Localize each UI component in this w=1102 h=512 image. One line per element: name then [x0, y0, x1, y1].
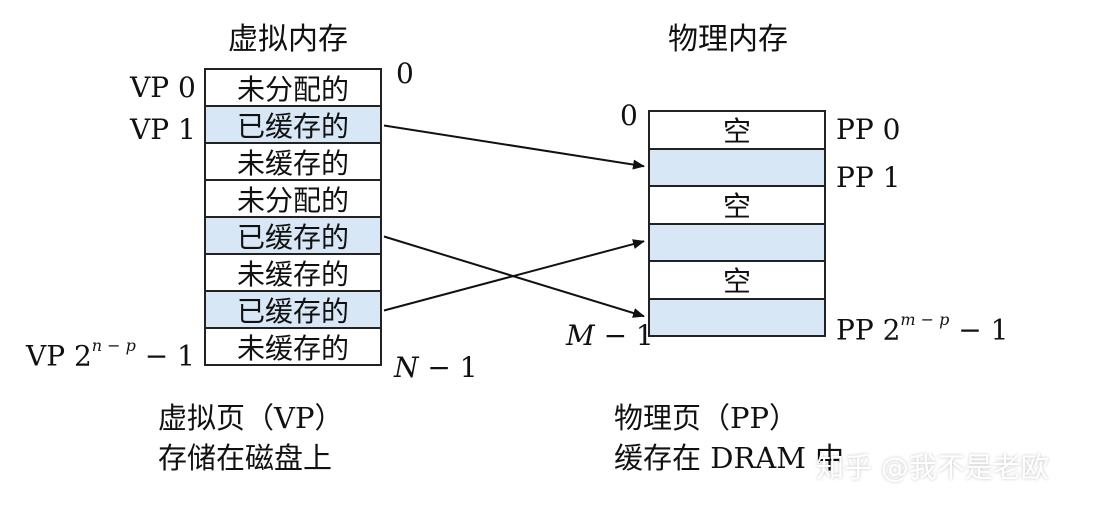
virtual-page-7: 未缓存的: [204, 327, 382, 366]
physical-caption: 物理页（PP） 缓存在 DRAM 中: [614, 398, 844, 478]
virtual-caption-line2: 存储在磁盘上: [158, 441, 333, 475]
virtual-caption: 虚拟页（VP） 存储在磁盘上: [158, 398, 343, 478]
virtual-top-index: 0: [396, 57, 414, 90]
mapping-arrow-0: [383, 124, 645, 170]
virtual-page-6: 已缓存的: [204, 290, 382, 329]
physical-page-2: 空: [648, 185, 826, 225]
pp-last-base: PP 2: [836, 313, 901, 347]
physical-bottom-index-var: M: [566, 319, 595, 352]
pp1-label: PP 1: [836, 161, 901, 194]
physical-page-3: [648, 222, 826, 262]
physical-caption-line1: 物理页（PP）: [614, 401, 799, 435]
virtual-bottom-index: N − 1: [394, 354, 478, 382]
physical-top-index: 0: [620, 99, 638, 132]
physical-page-0: 空: [648, 110, 826, 150]
vp1-label: VP 1: [130, 113, 196, 146]
watermark: 知乎 @我不是老欧: [816, 451, 1049, 484]
virtual-page-3: 未分配的: [204, 179, 382, 218]
virtual-bottom-index-var: N: [394, 351, 419, 384]
pp0-label: PP 0: [836, 113, 901, 146]
physical-caption-line2: 缓存在 DRAM 中: [614, 441, 845, 475]
physical-page-5: [648, 297, 826, 337]
virtual-memory-title: 虚拟内存: [228, 22, 348, 57]
virtual-page-0: 未分配的: [204, 68, 382, 107]
pp-last-tail: − 1: [949, 313, 1009, 347]
vp-last-base: VP 2: [26, 339, 92, 373]
virtual-page-1: 已缓存的: [204, 105, 382, 144]
physical-bottom-index-op: − 1: [594, 319, 654, 352]
vp-last-label: VP 2n − p − 1: [26, 338, 195, 373]
vp-last-tail: − 1: [135, 339, 195, 373]
physical-bottom-index: M − 1: [566, 322, 654, 350]
physical-memory-title: 物理内存: [668, 22, 788, 57]
virtual-bottom-index-op: − 1: [418, 351, 478, 384]
virtual-caption-line1: 虚拟页（VP）: [158, 401, 344, 435]
mapping-arrow-2: [383, 239, 645, 312]
pp-last-label: PP 2m − p − 1: [836, 312, 1009, 347]
vp0-label: VP 0: [130, 71, 196, 104]
virtual-page-5: 未缓存的: [204, 253, 382, 292]
vp-last-exponent: n − p: [91, 336, 136, 355]
pp-last-exponent: m − p: [900, 310, 950, 329]
